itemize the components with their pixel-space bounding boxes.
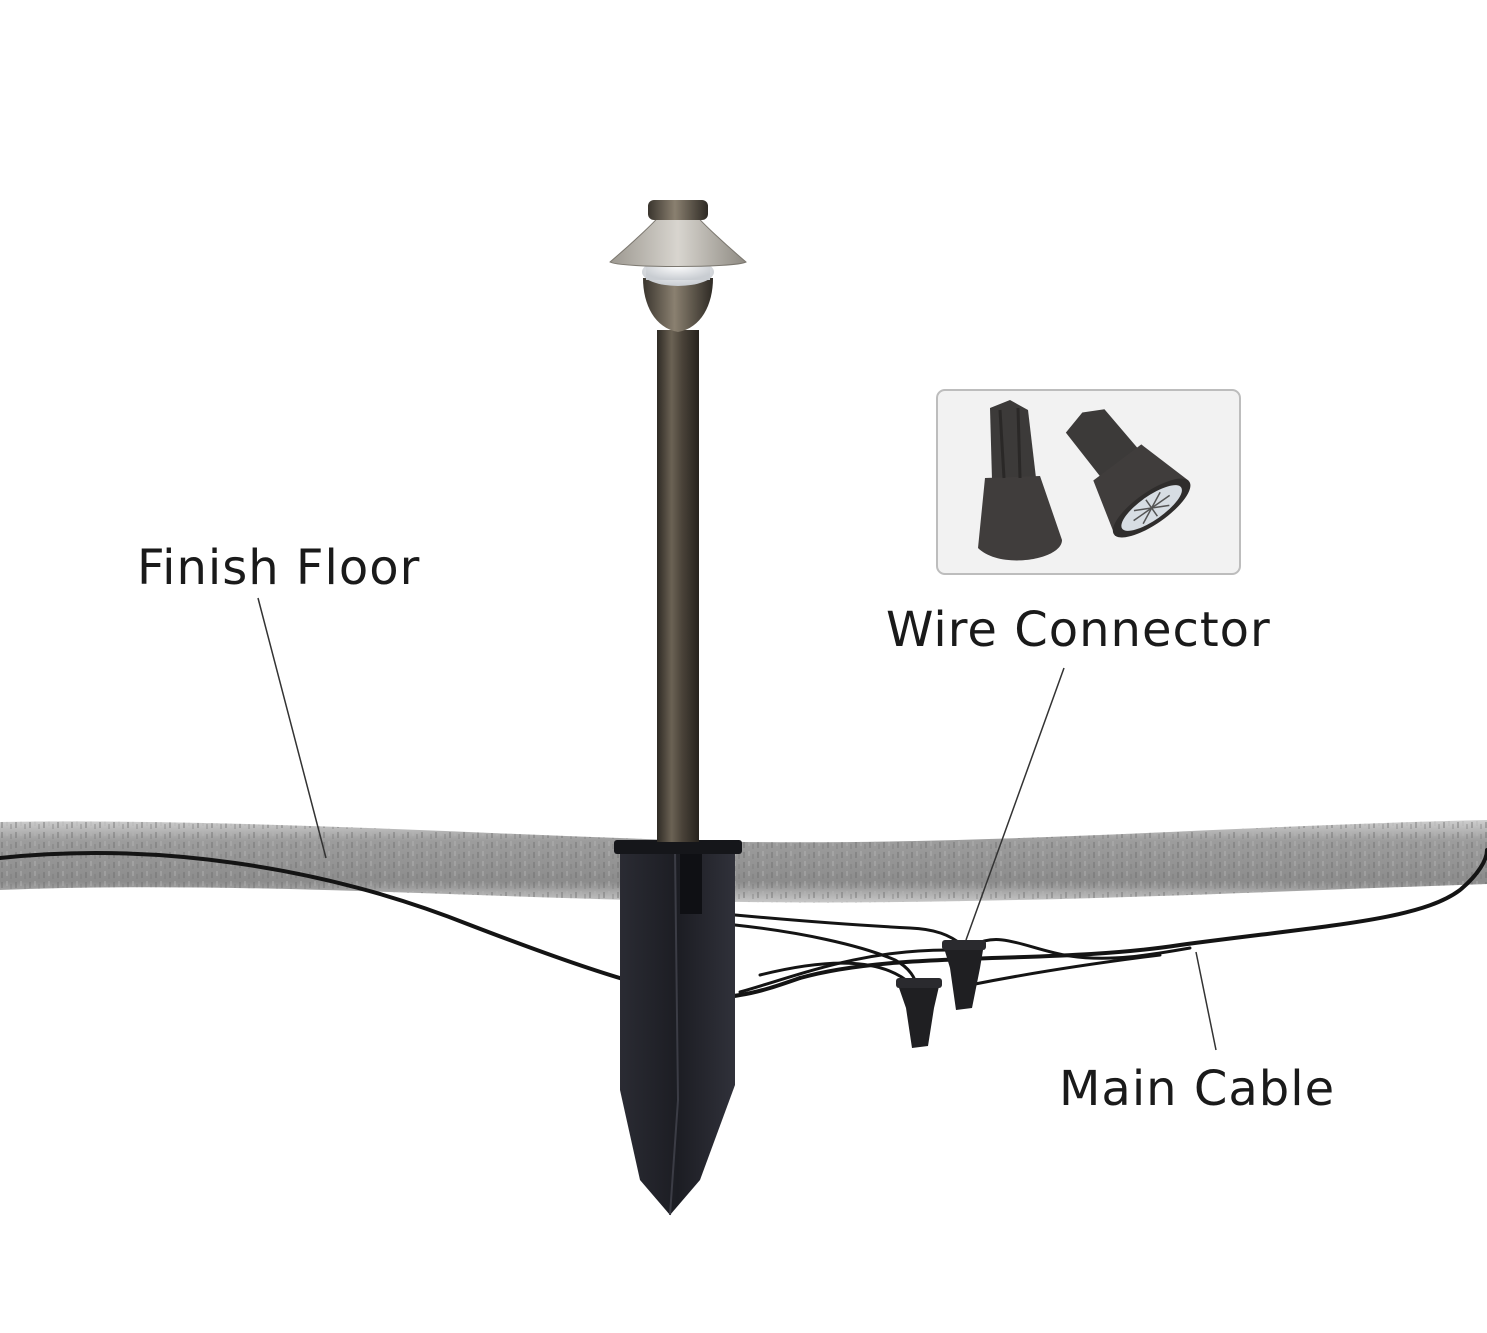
path-light-icon <box>609 200 747 286</box>
finish-floor-band <box>0 820 1487 903</box>
leader-wire-connector <box>965 667 1065 941</box>
finish-floor-label: Finish Floor <box>137 540 421 596</box>
main-cable <box>0 848 1487 999</box>
light-pole <box>643 278 713 842</box>
wire-nut-icon <box>896 940 986 1048</box>
main-cable-label: Main Cable <box>1059 1061 1336 1117</box>
connector-inset <box>936 389 1241 575</box>
ground-stake <box>614 840 742 1216</box>
wire-connector-label: Wire Connector <box>886 602 1271 658</box>
lead-wires <box>733 913 1192 994</box>
leader-finish-floor <box>257 597 327 859</box>
leader-lines <box>257 597 1217 1051</box>
leader-main-cable <box>1195 951 1217 1051</box>
